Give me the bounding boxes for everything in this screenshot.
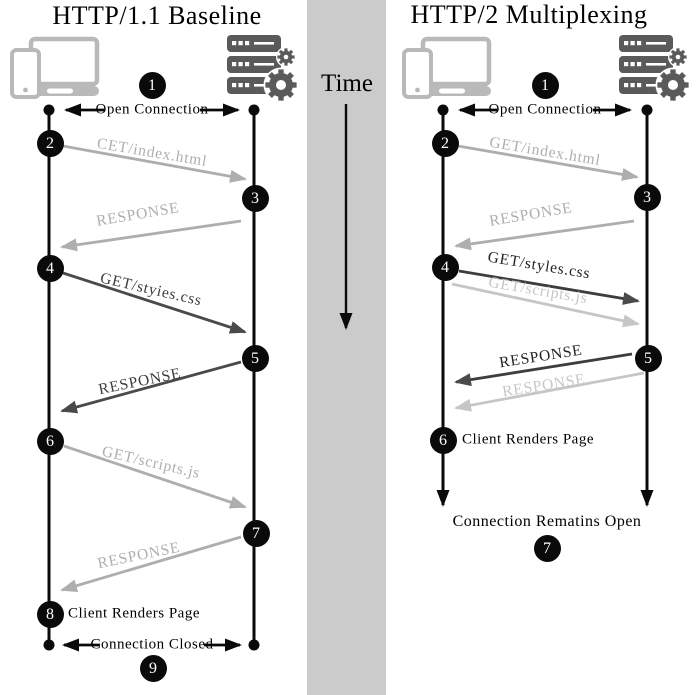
- left-open-connection-label: Open Connection: [95, 101, 209, 118]
- left-msg-get-index: CET/index.html: [95, 134, 209, 171]
- left-msg-get-scripts: GET/scripts.js: [100, 442, 202, 483]
- right-msg-response-1: RESPONSE: [488, 199, 574, 230]
- client-devices-icon: [10, 36, 100, 99]
- right-step-badge-2: 2: [431, 129, 459, 157]
- right-step-badge-4: 4: [431, 253, 459, 281]
- right-msg-get-index: GET/index.html: [488, 133, 602, 170]
- left-step-badge-6: 6: [36, 427, 64, 455]
- right-msg-response-dark: RESPONSE: [498, 341, 584, 372]
- time-label: Time: [321, 70, 373, 97]
- left-step-badge-4: 4: [36, 254, 64, 282]
- left-step-badge-2: 2: [36, 129, 64, 157]
- right-client-renders-label: Client Renders Page: [462, 431, 594, 448]
- left-client-renders-label: Client Renders Page: [68, 605, 200, 622]
- left-step-badge-8: 8: [36, 600, 64, 628]
- right-step-badge-6: 6: [429, 426, 457, 454]
- server-rack-gears-icon: [227, 35, 299, 103]
- left-step-badge-3: 3: [241, 184, 269, 212]
- left-step-badge-9: 9: [139, 654, 167, 682]
- left-msg-response-2: RESPONSE: [97, 364, 183, 399]
- left-step-badge-1: 1: [138, 71, 166, 99]
- right-message-arrows: [451, 144, 645, 412]
- right-step-badge-7: 7: [533, 534, 561, 562]
- right-msg-response-light: RESPONSE: [501, 370, 587, 401]
- server-rack-gears-icon: [619, 35, 691, 103]
- left-msg-get-styles: GET/styies.css: [98, 269, 204, 310]
- left-msg-response-1: RESPONSE: [95, 199, 181, 230]
- left-panel-title: HTTP/1.1 Baseline: [52, 1, 262, 30]
- left-step-badge-7: 7: [242, 519, 270, 547]
- client-devices-icon: [402, 36, 492, 99]
- right-step-badge-1: 1: [531, 71, 559, 99]
- time-strip: [307, 0, 386, 695]
- right-step-badge-3: 3: [633, 183, 661, 211]
- right-step-badge-5: 5: [634, 344, 662, 372]
- left-connection-closed-label: Connection Closed: [90, 636, 214, 653]
- left-step-badge-5: 5: [241, 344, 269, 372]
- right-connection-remains-label: Connection Rematins Open: [452, 513, 642, 530]
- right-panel-title: HTTP/2 Multiplexing: [410, 0, 648, 29]
- right-open-connection-label: Open Connection: [488, 101, 602, 118]
- left-msg-response-3: RESPONSE: [96, 538, 182, 573]
